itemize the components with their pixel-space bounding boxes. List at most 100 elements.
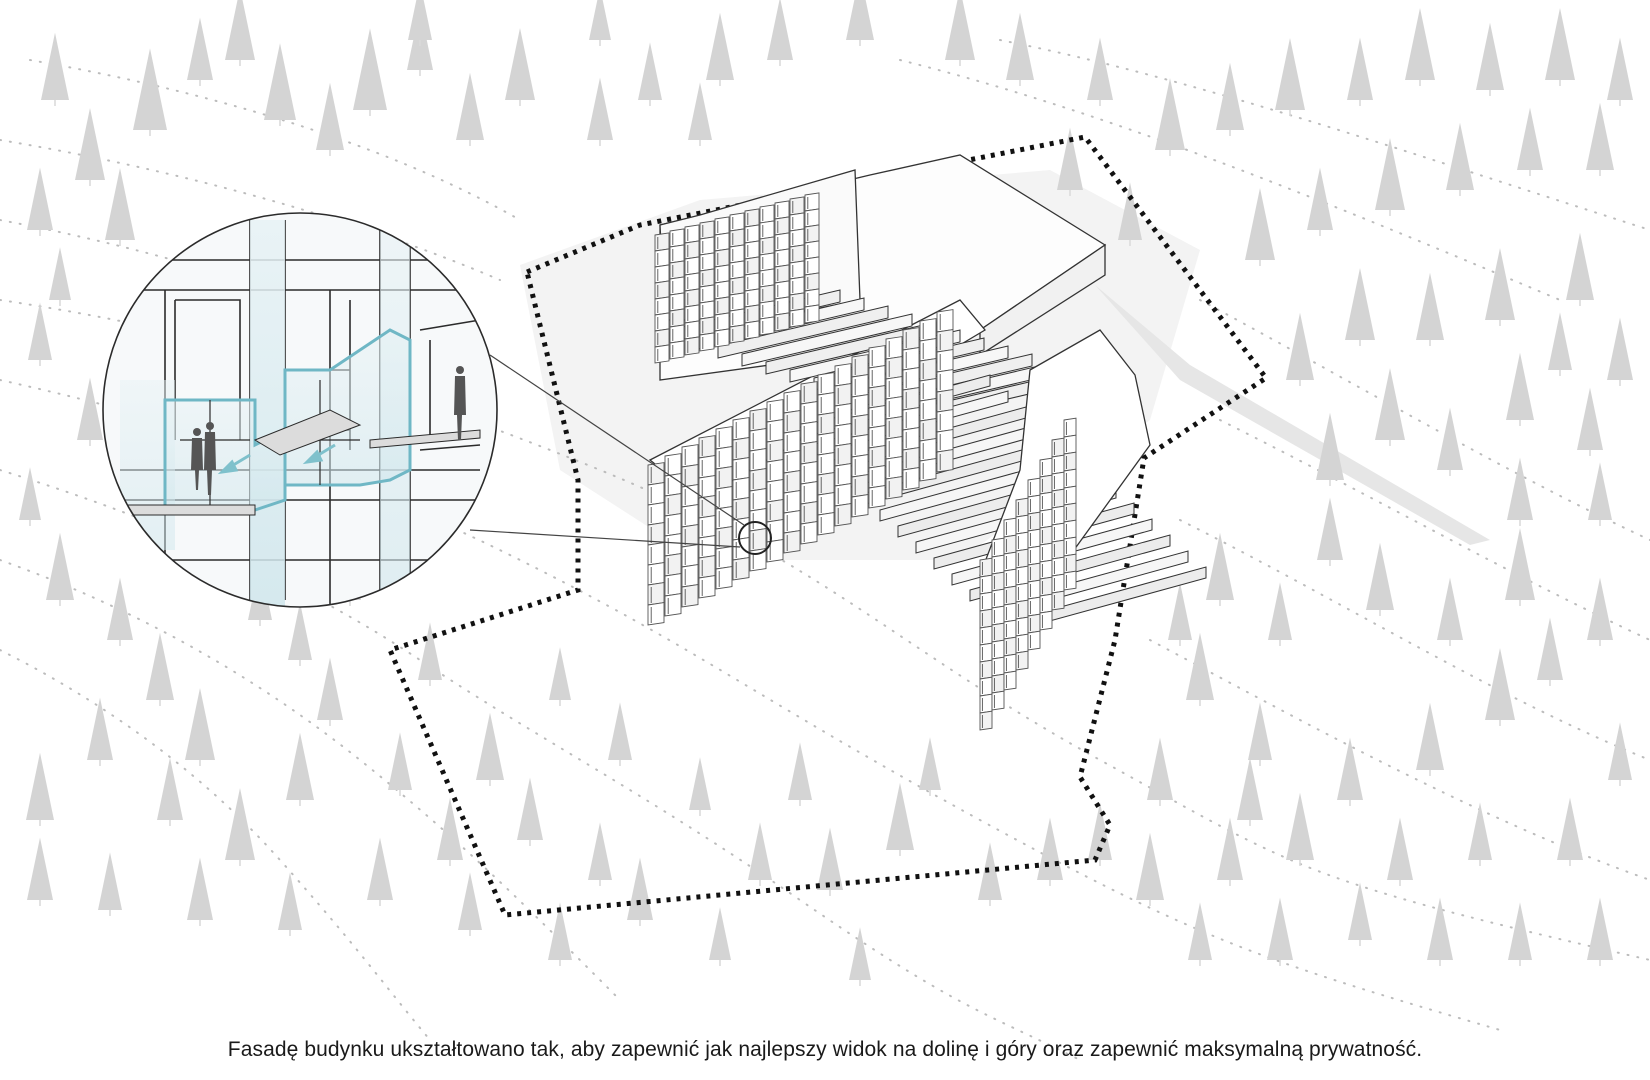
tree-icon: [1405, 8, 1435, 80]
tree-icon: [638, 42, 662, 100]
tree-icon: [587, 77, 613, 140]
tree-icon: [46, 532, 74, 600]
tree-icon: [886, 782, 914, 850]
tree-icon: [1588, 462, 1612, 520]
forest-trees: [19, 0, 1633, 986]
tree-icon: [476, 712, 504, 780]
tree-icon: [49, 247, 71, 300]
tree-icon: [157, 757, 183, 820]
person-icon: [191, 366, 466, 495]
tree-icon: [1188, 902, 1212, 960]
tree-icon: [19, 467, 41, 520]
tree-icon: [1375, 368, 1405, 440]
zoom-leader-top: [489, 354, 745, 526]
tree-icon: [187, 857, 213, 920]
tree-icon: [1446, 122, 1474, 190]
tree-icon: [1155, 78, 1185, 150]
building-model: [647, 154, 1207, 731]
tree-icon: [1206, 532, 1234, 600]
tree-icon: [316, 82, 344, 150]
tree-icon: [418, 622, 442, 680]
facade-north: [654, 192, 820, 364]
tree-icon: [1577, 387, 1603, 450]
tree-icon: [1548, 312, 1572, 370]
tree-icon: [75, 108, 105, 180]
tree-icon: [588, 822, 612, 880]
tree-icon: [1607, 37, 1633, 100]
tree-icon: [589, 0, 611, 40]
tree-icon: [225, 788, 255, 860]
tree-icon: [1088, 802, 1112, 860]
tree-icon: [1586, 102, 1614, 170]
tree-icon: [1416, 702, 1444, 770]
tree-icon: [1587, 577, 1613, 640]
tree-icon: [945, 0, 975, 60]
tree-icon: [548, 902, 572, 960]
tree-icon: [317, 657, 343, 720]
tree-icon: [1118, 182, 1142, 240]
tree-icon: [1507, 457, 1533, 520]
tree-icon: [505, 28, 535, 100]
tree-icon: [77, 377, 103, 440]
tree-icon: [27, 837, 53, 900]
tree-icon: [1437, 577, 1463, 640]
tree-icon: [1217, 817, 1243, 880]
tree-icon: [1505, 528, 1535, 600]
tree-icon: [1485, 248, 1515, 320]
tree-icon: [1587, 897, 1613, 960]
tree-icon: [133, 48, 167, 130]
tree-icon: [1387, 817, 1413, 880]
tree-icon: [105, 168, 135, 240]
tree-icon: [1268, 582, 1292, 640]
tree-icon: [27, 167, 53, 230]
tree-icon: [788, 742, 812, 800]
tree-icon: [1275, 38, 1305, 110]
tree-icon: [846, 0, 874, 40]
tree-icon: [107, 577, 133, 640]
tree-icon: [1506, 352, 1534, 420]
tree-icon: [1517, 107, 1543, 170]
tree-icon: [1316, 412, 1344, 480]
tree-icon: [187, 17, 213, 81]
tree-icon: [1537, 617, 1563, 680]
tree-icon: [849, 927, 871, 980]
tree-icon: [87, 697, 113, 760]
tree-icon: [278, 872, 302, 930]
tree-icon: [1375, 138, 1405, 210]
zoom-target-marker: [738, 521, 772, 555]
tree-icon: [437, 797, 463, 860]
tree-icon: [146, 632, 174, 700]
tree-icon: [688, 82, 712, 140]
tree-icon: [608, 702, 632, 760]
tree-icon: [1608, 722, 1632, 780]
tree-icon: [185, 688, 215, 760]
tree-icon: [919, 737, 941, 790]
tree-icon: [1347, 37, 1373, 100]
tree-icon: [264, 43, 296, 121]
tree-icon: [456, 72, 484, 140]
tree-icon: [1267, 897, 1293, 960]
tree-icon: [1427, 897, 1453, 960]
tree-icon: [1485, 648, 1515, 720]
tree-icon: [706, 12, 734, 80]
tree-icon: [1087, 37, 1113, 100]
tree-icon: [1557, 797, 1583, 860]
tree-icon: [98, 852, 122, 910]
tree-icon: [1307, 167, 1333, 230]
tree-icon: [709, 907, 731, 960]
facade-detail-view: [103, 213, 497, 607]
tree-icon: [1607, 317, 1633, 380]
tree-icon: [1147, 737, 1173, 800]
tree-icon: [1286, 792, 1314, 860]
tree-icon: [41, 32, 69, 100]
tree-icon: [1545, 8, 1575, 80]
tree-icon: [408, 0, 432, 40]
tree-icon: [1057, 127, 1083, 190]
tree-icon: [1136, 832, 1164, 900]
site-boundary-extra: [1080, 777, 1110, 825]
tree-icon: [286, 732, 314, 800]
tree-icon: [225, 0, 255, 60]
tree-icon: [767, 0, 793, 60]
tree-icon: [1245, 188, 1275, 260]
